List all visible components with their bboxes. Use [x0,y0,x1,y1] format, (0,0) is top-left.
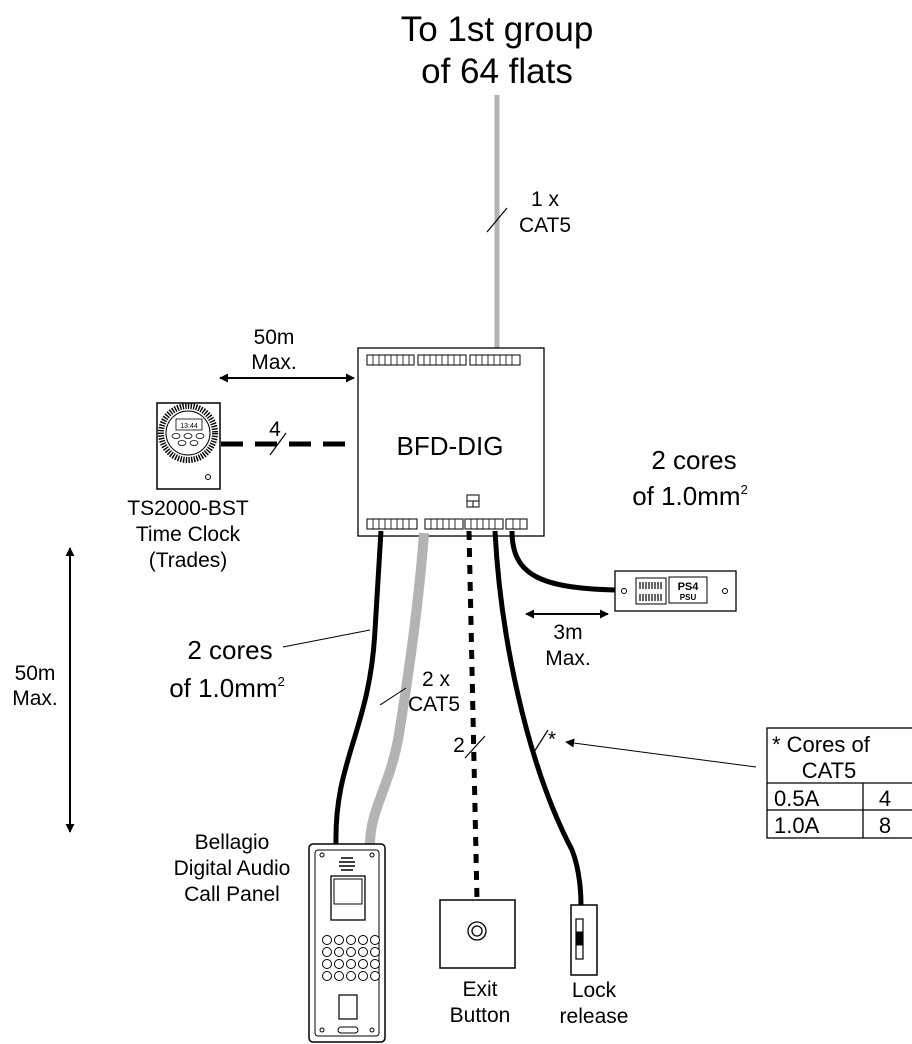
time-clock-core-tick [269,432,287,456]
call-panel-screw-tr [369,852,375,858]
time-clock-display [175,418,203,431]
cores-table [766,727,912,839]
lock-release-latch [576,931,583,946]
call-panel-label-1: Bellagio [195,831,270,854]
exit-button-label-2: Button [450,1004,511,1027]
controller-jumper-icon [466,494,480,508]
time-clock-core-count: 4 [269,418,281,441]
time-clock-display-text: 13:44 [180,423,198,430]
call-panel-screw-bl [319,1027,325,1033]
clock-distance-max: Max. [251,351,297,374]
time-clock-label-1: TS2000-BST [127,497,249,520]
panel-power-cable-leader [282,629,371,648]
psu-screw-right [722,588,728,594]
exit-core-tick [464,735,486,759]
panel-distance-max: Max. [12,687,58,710]
panel-power-size-sup: 2 [278,674,285,689]
panel-distance-value: 50m [15,662,56,685]
riser-cat5-type: CAT5 [519,214,571,237]
cores-table-cores-2: 8 [879,813,891,838]
controller-bottom-terminals [366,518,528,530]
call-panel-label-3: Call Panel [184,883,280,906]
call-panel-label-2: Digital Audio [174,857,291,880]
psu-brand: PS4 [678,581,700,593]
call-panel-screw-tl [319,852,325,858]
psu-sub: PSU [680,593,697,602]
panel-power-size: of 1.0mm [169,673,277,703]
lock-release-label-1: Lock [572,979,617,1002]
call-panel-screen [333,878,363,905]
call-panel-screw-br [369,1027,375,1033]
psu-distance-value: 3m [553,621,582,644]
lock-release-body [570,904,598,976]
cores-table-title-2: CAT5 [802,758,857,783]
controller-label: BFD-DIG [397,431,504,461]
psu-cable-label-1: 2 cores [651,445,736,475]
panel-power-cable [333,530,384,846]
psu-connector-pins [639,582,662,601]
psu-cable-size-sup: 2 [741,482,748,497]
panel-power-label-1: 2 cores [187,635,272,665]
time-clock-dial [165,410,211,456]
call-panel-name-card [338,994,358,1020]
time-clock-buttons [171,433,205,446]
controller-top-terminal-divisions [372,355,513,365]
time-clock-label-3: (Trades) [149,549,228,572]
lock-release-label-2: release [560,1005,629,1028]
time-clock-screw [205,474,211,480]
call-panel-slot [337,1026,359,1034]
keypad-icon [322,935,380,981]
clock-distance-value: 50m [254,326,295,349]
lock-release-cable [492,530,584,906]
controller-top-terminals [366,354,521,366]
top-label-line2: of 64 flats [421,52,573,91]
cores-table-title-1: * Cores of [772,732,871,757]
panel-cat5-tick [379,687,407,706]
riser-core-tick [486,207,508,233]
cores-table-arrow [565,738,757,768]
bfd-dig-controller [357,347,545,537]
panel-cat5-cable [365,532,429,846]
exit-button-press [471,925,483,937]
cores-table-current-2: 1.0A [774,813,820,838]
riser-cat5-count: 1 x [531,188,560,211]
cores-table-cores-1: 4 [879,786,891,811]
lock-core-tick [533,729,549,753]
exit-button-cable [466,530,480,901]
psu-distance-max: Max. [545,647,591,670]
lock-core-mark: * [548,728,556,751]
panel-power-label-2: of 1.0mm2 [169,673,285,703]
exit-core-count: 2 [453,734,465,757]
panel-cat5-count: 2 x [422,668,451,691]
psu-cable-label-2: of 1.0mm2 [632,481,748,511]
controller-bottom-terminal-divisions [372,519,521,529]
psu-cable [509,530,616,593]
psu-badge [668,576,708,604]
time-clock-label-2: Time Clock [136,523,241,546]
panel-cat5-type: CAT5 [408,693,460,716]
psu-screw-left [621,588,627,594]
speaker-grille-icon [339,857,355,871]
top-label-line1: To 1st group [401,10,594,49]
cores-table-current-1: 0.5A [774,786,820,811]
psu-cable-size: of 1.0mm [632,481,740,511]
exit-button-label-1: Exit [462,978,497,1001]
